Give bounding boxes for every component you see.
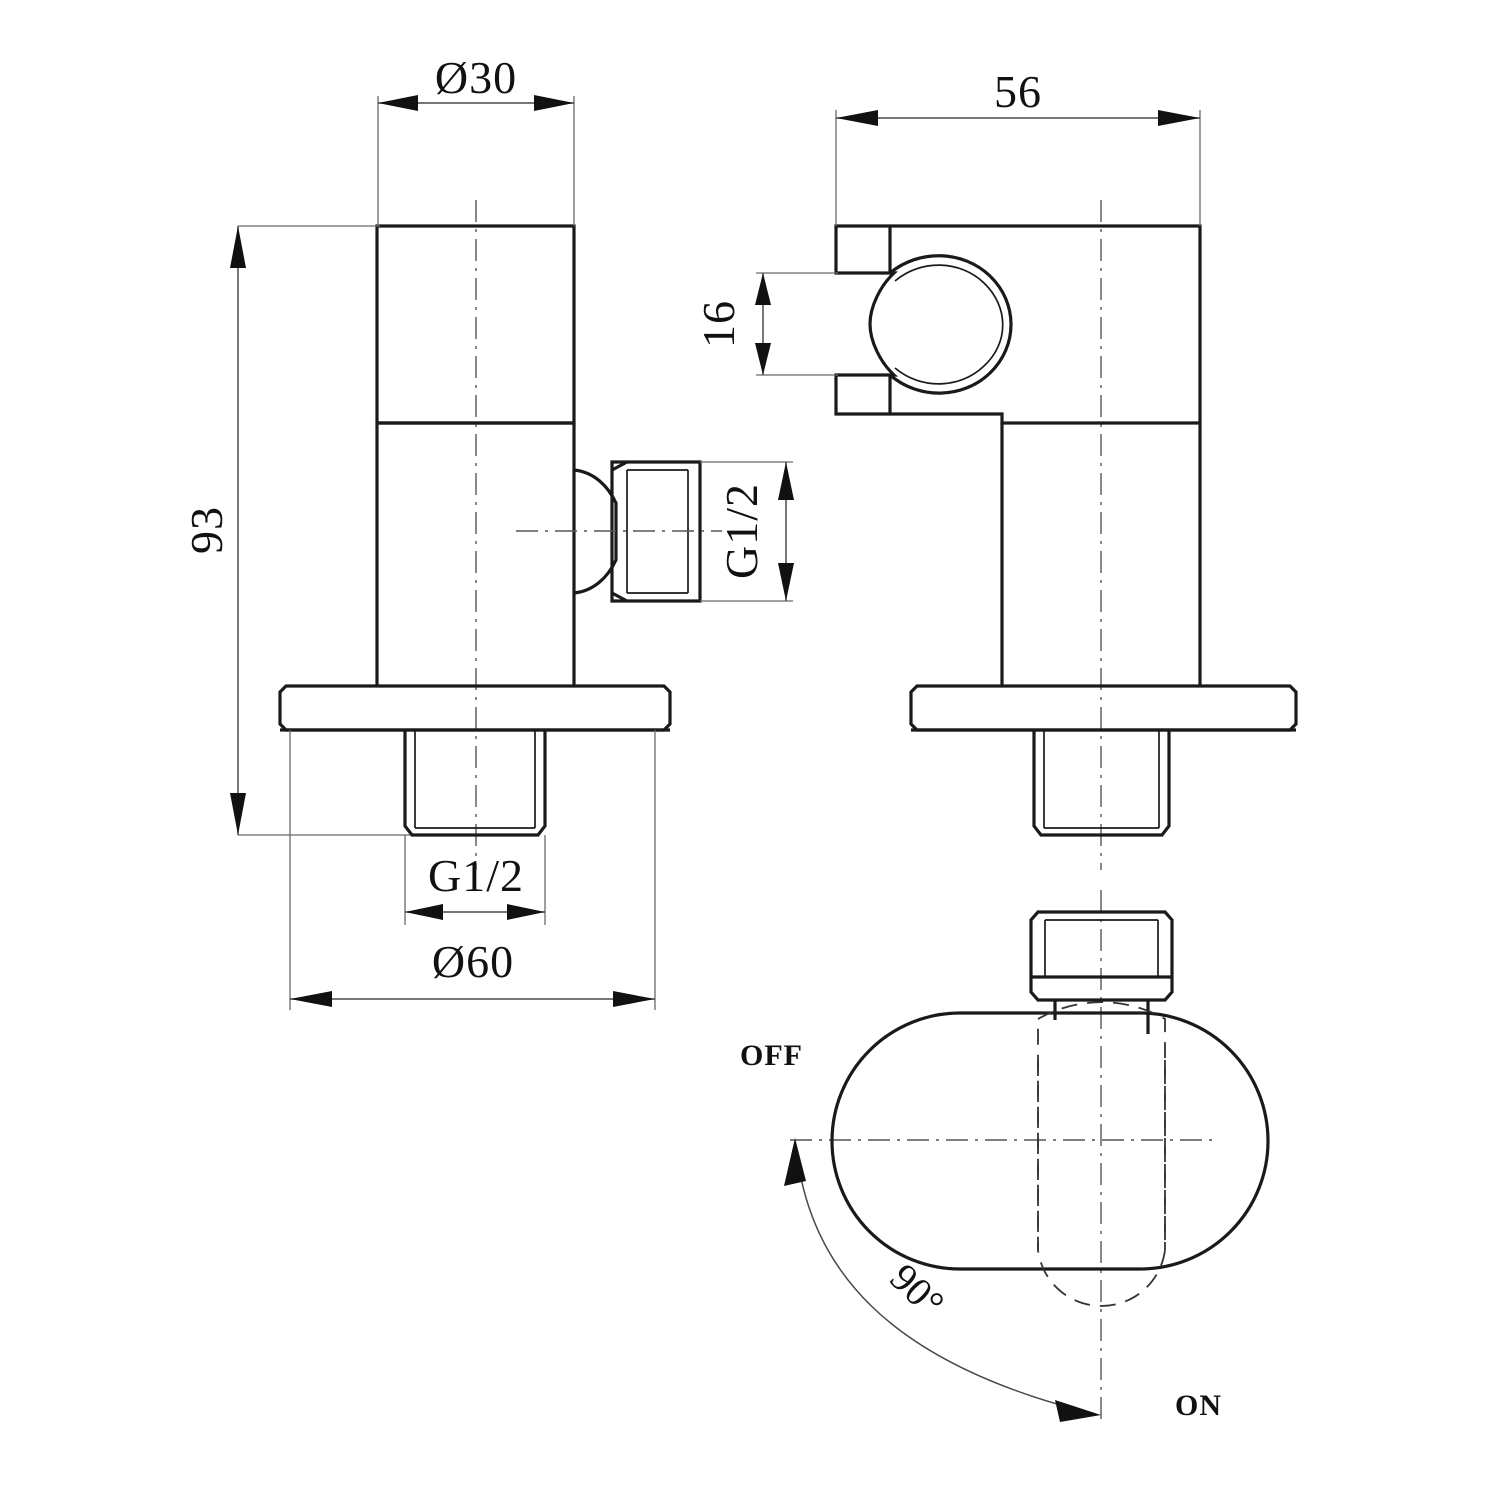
base-thread-outline — [403, 730, 547, 837]
handle-lever-outline — [830, 1011, 1270, 1271]
dimension-thread-outlet: G1/2 — [700, 461, 794, 602]
dimension-label-slot-height: 16 — [693, 300, 744, 348]
outlet-chamfer-top — [611, 460, 628, 472]
arrowhead-left — [378, 95, 418, 111]
arrowhead-left — [405, 904, 443, 920]
knob-cap-outline — [1029, 910, 1174, 1002]
label-off: OFF — [740, 1039, 803, 1072]
arrowhead-right — [1158, 110, 1200, 126]
dimension-slot-height: 16 — [693, 272, 838, 376]
dimension-diameter-top: Ø30 — [377, 52, 575, 226]
dimension-label-width-side: 56 — [994, 66, 1042, 117]
side-flange-outline — [909, 684, 1298, 732]
arrowhead-bottom — [230, 793, 246, 835]
side-view — [834, 200, 1298, 870]
arrowhead-off-end — [784, 1138, 806, 1186]
dimension-label-thread-base: G1/2 — [428, 850, 524, 901]
dimension-width-side: 56 — [835, 66, 1201, 226]
side-block-outline — [834, 224, 1202, 425]
handle-lever-on-position-hidden — [1037, 1001, 1166, 1307]
outlet-chamfer-bottom — [611, 591, 628, 603]
flange-outline — [278, 684, 672, 732]
arrowhead-left — [836, 110, 878, 126]
rotation-arc — [796, 1154, 1091, 1414]
handle-detail: 90° OFF ON — [740, 890, 1270, 1425]
dimension-height-total: 93 — [181, 225, 410, 836]
dimension-label-diameter-flange: Ø60 — [432, 936, 514, 987]
dimension-label-thread-outlet: G1/2 — [716, 483, 767, 579]
arrowhead-top — [755, 273, 771, 305]
arrowhead-left — [290, 991, 332, 1007]
rotation-angle-label: 90° — [882, 1255, 954, 1326]
arrowhead-right — [507, 904, 545, 920]
clamp-ring-outer — [888, 254, 1013, 395]
side-base-thread-outline — [1032, 730, 1171, 837]
dimension-thread-base: G1/2 — [404, 835, 546, 925]
label-on: ON — [1175, 1389, 1222, 1422]
arrowhead-top — [230, 226, 246, 268]
arrowhead-bottom — [755, 343, 771, 375]
dimension-diameter-flange: Ø60 — [289, 730, 656, 1010]
arrowhead-bottom — [778, 563, 794, 601]
dimension-label-height-total: 93 — [181, 506, 232, 554]
front-view — [278, 200, 722, 870]
dimension-label-diameter-top: Ø30 — [435, 52, 517, 103]
arrowhead-right — [534, 95, 574, 111]
arrowhead-top — [778, 462, 794, 500]
arrowhead-on-end — [1055, 1400, 1101, 1422]
arrowhead-right — [613, 991, 655, 1007]
clamp-ring-inner — [894, 264, 1004, 385]
